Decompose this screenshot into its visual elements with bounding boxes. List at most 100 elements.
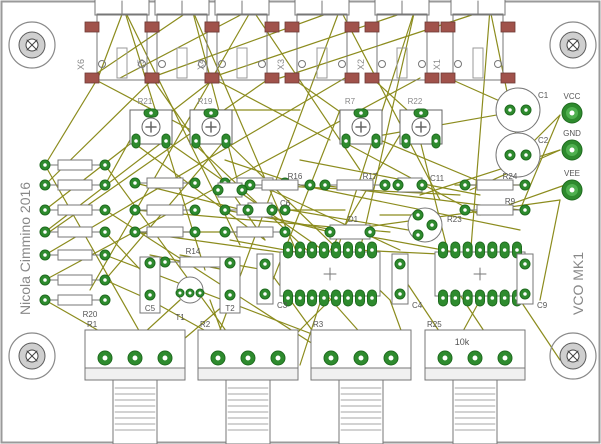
smd-pad: [364, 72, 380, 84]
slider-x1: X1: [432, 0, 516, 84]
pad-hole: [465, 248, 470, 252]
pot-label: R2: [200, 320, 211, 329]
pad-hole: [472, 355, 478, 361]
pad-hole: [43, 278, 47, 282]
trace: [469, 8, 491, 261]
cap-label: C11: [430, 174, 445, 183]
resistor-mid-1: [129, 204, 201, 216]
pad-hole: [286, 296, 290, 300]
pad-hole: [246, 208, 250, 212]
resistor-left-1: [39, 179, 111, 191]
slider-x3: X3: [276, 0, 360, 84]
slider-hole: [98, 60, 106, 68]
pad-hole: [310, 296, 314, 300]
slider-track: [236, 47, 248, 79]
mounting-hole-outline: [549, 21, 597, 69]
resistor-r24: R24: [459, 172, 531, 191]
pad-hole: [322, 296, 326, 300]
slider-hole: [454, 60, 462, 68]
pad-hole: [419, 111, 423, 115]
slider-hole: [298, 60, 306, 68]
mounting-hole-cross: [567, 39, 579, 51]
pad-hole: [103, 183, 107, 187]
pad-hole: [398, 292, 402, 296]
slider-body: [296, 13, 348, 81]
pad-hole: [523, 262, 527, 266]
resistor-mid-5: [219, 226, 291, 238]
pad-hole: [334, 248, 338, 252]
pot-base: [197, 367, 299, 381]
resistor-label: R16: [288, 172, 303, 181]
pad-hole: [370, 296, 374, 300]
part-t2: T2: [219, 256, 241, 314]
pad-hole: [453, 248, 458, 252]
smd-pad: [284, 21, 300, 33]
pad-hole: [442, 355, 448, 361]
smd-pad: [144, 21, 160, 33]
pad-hole: [310, 248, 314, 252]
slider-track: [176, 47, 188, 79]
potentiometer-r3: R3: [310, 320, 412, 444]
pad-hole: [133, 181, 137, 185]
trace: [299, 184, 521, 231]
pad-hole: [188, 291, 192, 295]
pad-hole: [383, 183, 387, 187]
pad-hole: [283, 208, 287, 212]
smd-pad: [84, 21, 100, 33]
trimmer-r19: R19: [189, 97, 233, 149]
trimmer-r21: R21: [129, 97, 173, 149]
resistor-mid-0: [129, 177, 201, 189]
resistor-body: [57, 179, 93, 191]
pad-hole: [328, 230, 332, 234]
pad-hole: [569, 187, 575, 193]
smd-pad: [264, 72, 280, 84]
cap-outline: [495, 87, 541, 133]
resistor-left-4: [39, 249, 111, 261]
resistor-body: [57, 204, 93, 216]
resistor-body: [57, 249, 93, 261]
slider-body: [156, 13, 208, 81]
cap-c2: C2: [495, 132, 549, 178]
trimmer-label: R19: [198, 97, 213, 106]
resistor-r17: R17: [319, 172, 391, 191]
cap-c9: C9: [516, 253, 548, 310]
pad-hole: [43, 253, 47, 257]
pot-label: R3: [313, 320, 324, 329]
smd-pad: [440, 72, 456, 84]
pad-hole: [502, 355, 508, 361]
pad-hole: [43, 208, 47, 212]
pad-hole: [463, 183, 467, 187]
pad-hole: [524, 153, 528, 157]
resistor-label: R20: [83, 310, 98, 319]
slider-x6: X6: [76, 0, 160, 84]
smd-pad: [284, 72, 300, 84]
pad-hole: [275, 355, 281, 361]
smd-pad: [344, 21, 360, 33]
resistor-body: [146, 226, 184, 238]
pad-hole: [43, 298, 47, 302]
smd-pad: [344, 72, 360, 84]
pad-hole: [43, 183, 47, 187]
smd-pad: [500, 21, 516, 33]
cap-outline: [495, 132, 541, 178]
resistor-left-6: [39, 294, 111, 306]
pad-hole: [133, 208, 137, 212]
slider-hole: [494, 60, 502, 68]
pad-hole: [134, 139, 138, 143]
trace: [97, 8, 125, 79]
pot-base: [424, 367, 526, 381]
pad-hole: [43, 230, 47, 234]
pad-hole: [164, 139, 168, 143]
trace: [89, 8, 253, 291]
pad-hole: [416, 233, 420, 237]
pad-hole: [194, 139, 198, 143]
cap-c3: C3: [256, 253, 288, 310]
pad-hole: [133, 230, 137, 234]
pad-hole: [441, 248, 445, 252]
smd-pad: [144, 72, 160, 84]
slider-hole: [138, 60, 146, 68]
pad-hole: [463, 208, 467, 212]
trace: [539, 199, 561, 301]
pad-hole: [103, 230, 107, 234]
